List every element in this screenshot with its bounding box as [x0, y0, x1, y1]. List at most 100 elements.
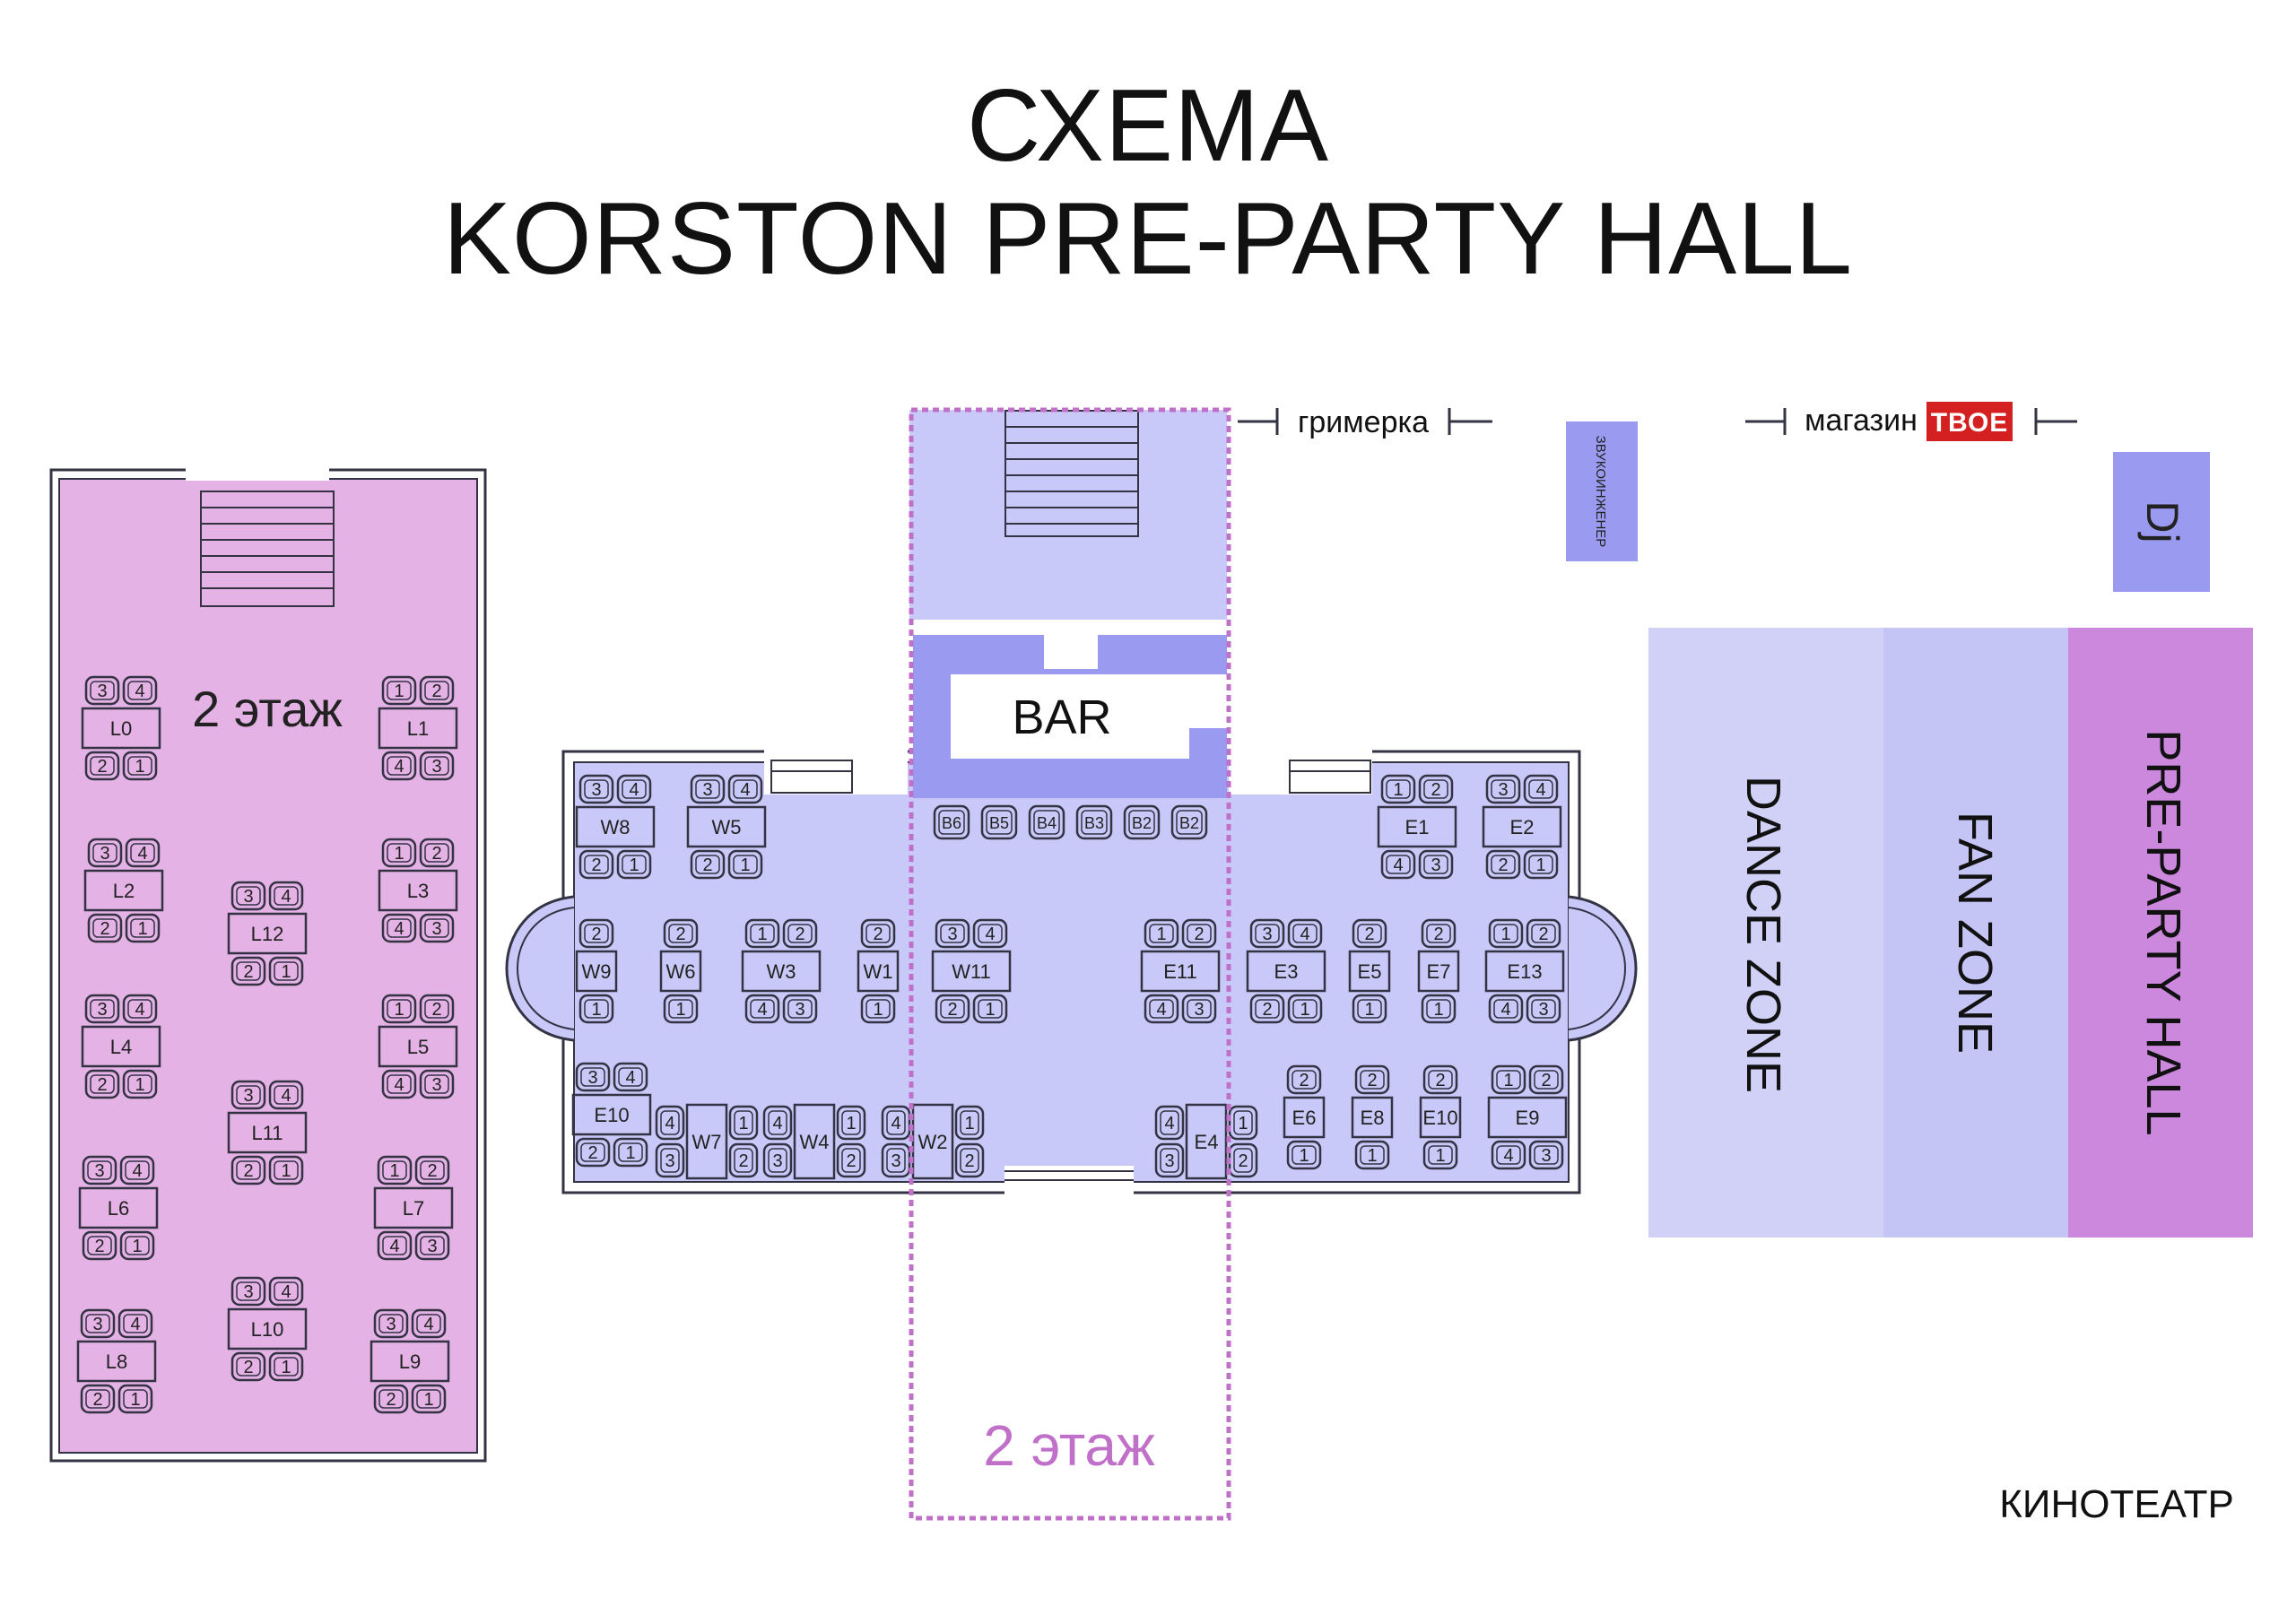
seat-bottom-3[interactable]: 3	[1526, 994, 1561, 1024]
seat-bottom-1[interactable]: 1	[268, 1351, 304, 1382]
seat-bottom-1[interactable]: 1	[122, 751, 158, 781]
seat-left-4[interactable]: 4	[881, 1105, 911, 1141]
seat-bottom-1[interactable]: 1	[860, 994, 896, 1024]
seat-bottom-3[interactable]: 3	[414, 1230, 450, 1261]
bar-box-b5[interactable]: B5	[980, 804, 1018, 840]
seat-bottom-4[interactable]: 4	[381, 751, 417, 781]
seat-bottom-2[interactable]: 2	[1249, 994, 1285, 1024]
seat-top-4[interactable]: 4	[122, 994, 158, 1024]
seat-top-3[interactable]: 3	[935, 918, 970, 949]
seat-top-3[interactable]: 3	[690, 774, 726, 804]
seat-top-3[interactable]: 3	[373, 1308, 409, 1339]
seat-left-3[interactable]: 3	[1154, 1142, 1185, 1178]
seat-bottom-1[interactable]: 1	[119, 1230, 155, 1261]
seat-bottom-1[interactable]: 1	[268, 956, 304, 986]
seat-top-4[interactable]: 4	[616, 774, 652, 804]
seat-right-2[interactable]: 2	[836, 1142, 866, 1178]
seat-right-2[interactable]: 2	[954, 1142, 985, 1178]
seat-right-1[interactable]: 1	[728, 1105, 759, 1141]
seat-top-3[interactable]: 3	[1485, 774, 1521, 804]
seat-bottom-1[interactable]: 1	[125, 913, 161, 943]
seat-top-3[interactable]: 3	[87, 838, 123, 868]
seat-bottom-3[interactable]: 3	[419, 751, 455, 781]
seat-top-2[interactable]: 2	[782, 918, 818, 949]
seat-bottom-4[interactable]: 4	[1488, 994, 1524, 1024]
seat-left-3[interactable]: 3	[762, 1142, 793, 1178]
seat-top-4[interactable]: 4	[268, 1080, 304, 1110]
seat-bottom-2[interactable]: 2	[575, 1137, 611, 1168]
seat-bottom-1[interactable]: 1	[1352, 994, 1387, 1024]
seat-bottom-1[interactable]: 1	[972, 994, 1008, 1024]
seat-bottom-4[interactable]: 4	[381, 1069, 417, 1099]
seat-bottom-1[interactable]: 1	[727, 849, 763, 880]
seat-bottom-2[interactable]: 2	[84, 751, 120, 781]
bar-box-b3[interactable]: B3	[1075, 804, 1113, 840]
seat-top-3[interactable]: 3	[82, 1155, 117, 1185]
seat-bottom-1[interactable]: 1	[616, 849, 652, 880]
seat-bottom-3[interactable]: 3	[1528, 1140, 1564, 1170]
seat-top-2[interactable]: 2	[578, 918, 614, 949]
seat-bottom-3[interactable]: 3	[1181, 994, 1217, 1024]
seat-top-3[interactable]: 3	[230, 881, 266, 911]
seat-top-3[interactable]: 3	[575, 1062, 611, 1092]
seat-right-1[interactable]: 1	[1228, 1105, 1258, 1141]
bar-box-b2[interactable]: B2	[1123, 804, 1161, 840]
seat-bottom-4[interactable]: 4	[1491, 1140, 1526, 1170]
seat-left-4[interactable]: 4	[1154, 1105, 1185, 1141]
seat-bottom-4[interactable]: 4	[744, 994, 780, 1024]
seat-top-2[interactable]: 2	[1421, 918, 1457, 949]
seat-top-1[interactable]: 1	[1491, 1064, 1526, 1095]
seat-top-4[interactable]: 4	[268, 1276, 304, 1307]
seat-right-1[interactable]: 1	[836, 1105, 866, 1141]
seat-top-3[interactable]: 3	[578, 774, 614, 804]
seat-bottom-1[interactable]: 1	[122, 1069, 158, 1099]
seat-bottom-2[interactable]: 2	[230, 1351, 266, 1382]
seat-bottom-2[interactable]: 2	[935, 994, 970, 1024]
seat-top-1[interactable]: 1	[377, 1155, 413, 1185]
seat-top-3[interactable]: 3	[84, 994, 120, 1024]
seat-bottom-1[interactable]: 1	[1354, 1140, 1390, 1170]
seat-top-1[interactable]: 1	[381, 838, 417, 868]
seat-top-2[interactable]: 2	[414, 1155, 450, 1185]
seat-top-4[interactable]: 4	[122, 675, 158, 706]
seat-top-2[interactable]: 2	[419, 994, 455, 1024]
seat-top-1[interactable]: 1	[381, 994, 417, 1024]
seat-top-4[interactable]: 4	[1523, 774, 1559, 804]
seat-top-4[interactable]: 4	[1287, 918, 1323, 949]
bar-box-b2[interactable]: B2	[1170, 804, 1208, 840]
seat-top-2[interactable]: 2	[1528, 1064, 1564, 1095]
seat-right-2[interactable]: 2	[728, 1142, 759, 1178]
seat-top-2[interactable]: 2	[1354, 1064, 1390, 1095]
seat-top-4[interactable]: 4	[117, 1308, 153, 1339]
seat-top-2[interactable]: 2	[1352, 918, 1387, 949]
seat-left-4[interactable]: 4	[655, 1105, 685, 1141]
seat-bottom-2[interactable]: 2	[373, 1384, 409, 1414]
seat-bottom-2[interactable]: 2	[690, 849, 726, 880]
seat-top-2[interactable]: 2	[1181, 918, 1217, 949]
bar-box-b4[interactable]: B4	[1028, 804, 1065, 840]
seat-top-2[interactable]: 2	[1286, 1064, 1322, 1095]
seat-top-2[interactable]: 2	[860, 918, 896, 949]
seat-top-1[interactable]: 1	[1380, 774, 1416, 804]
seat-left-3[interactable]: 3	[655, 1142, 685, 1178]
